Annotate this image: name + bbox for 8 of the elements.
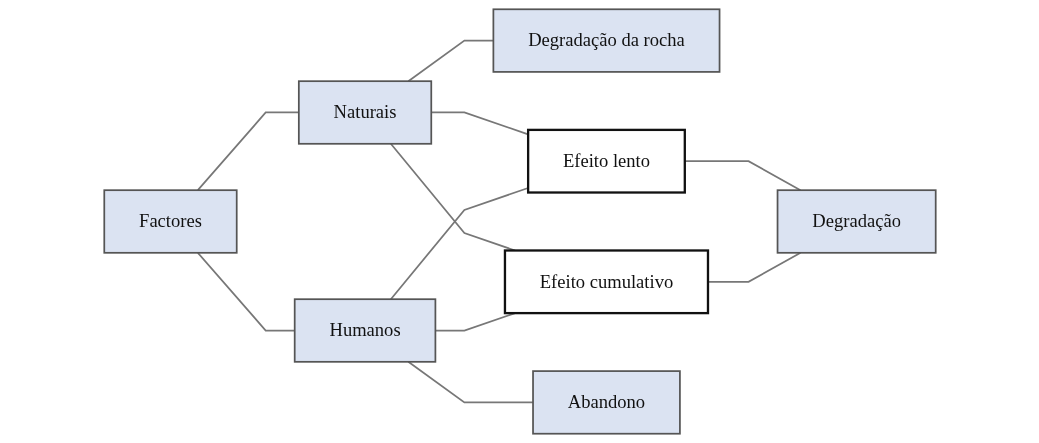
node-box: Degradação <box>776 189 937 254</box>
node-box: Humanos <box>293 298 436 363</box>
node-box: Degradação da rocha <box>492 8 720 73</box>
node-box: Efeito lento <box>526 128 686 194</box>
node-box: Factores <box>102 189 238 254</box>
node-box: Abandono <box>531 370 681 435</box>
node-box: Naturais <box>297 80 432 145</box>
node-box: Efeito cumulativo <box>503 249 709 315</box>
